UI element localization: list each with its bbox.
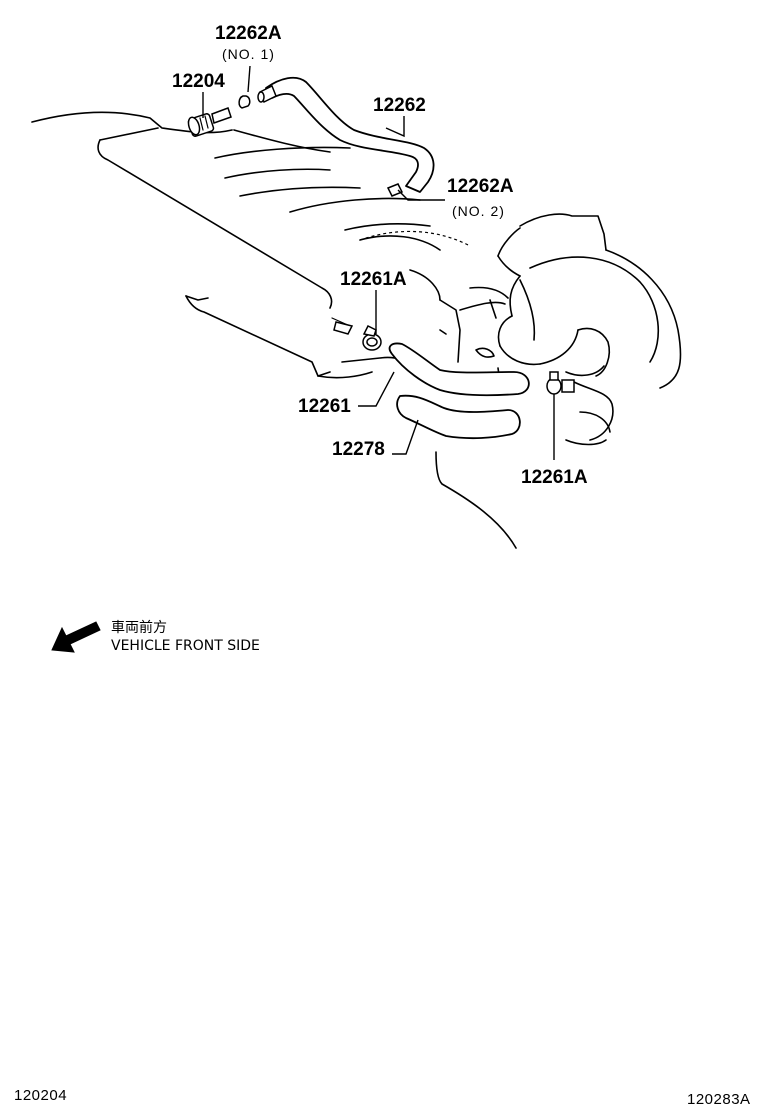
engine-outline bbox=[31, 111, 682, 549]
label-12204: 12204 bbox=[172, 71, 225, 92]
clamp-upper-part bbox=[331, 317, 382, 351]
label-12262: 12262 bbox=[373, 95, 426, 116]
footer-code-right: 120283A bbox=[687, 1091, 751, 1108]
clamp-no1-part bbox=[238, 95, 251, 109]
footer-code-left: 120204 bbox=[14, 1087, 67, 1104]
hose-12262-part bbox=[257, 76, 435, 193]
clamp-lower-part bbox=[546, 371, 575, 395]
pcv-valve-part bbox=[187, 107, 232, 137]
label-12262a-no1: 12262A bbox=[215, 23, 282, 44]
label-12278: 12278 bbox=[332, 439, 385, 460]
direction-label-english: VEHICLE FRONT SIDE bbox=[111, 638, 260, 654]
direction-label-japanese: 車両前方 bbox=[111, 619, 167, 636]
clamp-no2-part bbox=[386, 183, 404, 197]
hose-12278-part bbox=[396, 394, 521, 440]
label-12261a-lower: 12261A bbox=[521, 467, 588, 488]
label-12262a-no2: 12262A bbox=[447, 176, 514, 197]
leader-lines bbox=[202, 65, 555, 460]
label-no1: (NO. 1) bbox=[222, 46, 275, 62]
hose-12261-part bbox=[388, 342, 530, 397]
label-no2: (NO. 2) bbox=[452, 203, 505, 219]
vehicle-front-indicator: 車両前方 VEHICLE FRONT SIDE bbox=[51, 619, 260, 654]
callout-labels: 12262A (NO. 1) 12204 12262 12262A (NO. 2… bbox=[172, 23, 588, 488]
label-12261a-upper: 12261A bbox=[340, 269, 407, 290]
front-arrow-icon bbox=[51, 621, 101, 653]
label-12261: 12261 bbox=[298, 396, 351, 417]
